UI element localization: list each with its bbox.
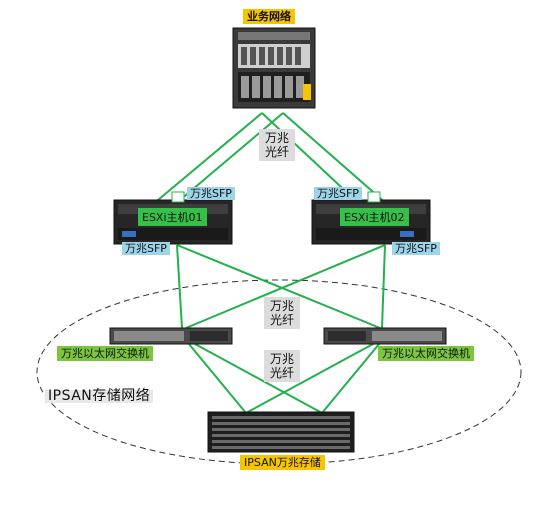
fiber-low-label: 万兆 光纤 — [264, 350, 300, 382]
fiber-top-line2: 光纤 — [264, 145, 289, 159]
sfp-host1-bottom-label: 万兆SFP — [122, 242, 170, 255]
fiber-mid-label: 万兆 光纤 — [264, 297, 300, 329]
switch-left-label: 万兆以太网交换机 — [57, 346, 153, 361]
ipsan-storage-device — [207, 411, 355, 453]
business-network-label: 业务网络 — [243, 9, 295, 24]
link-host2-switchR — [381, 244, 386, 329]
switch-right-label: 万兆以太网交换机 — [378, 346, 474, 361]
fiber-mid-line2: 光纤 — [269, 313, 294, 327]
fiber-links — [151, 112, 389, 414]
link-switchR-storage-a — [245, 337, 385, 414]
ipsan-network-label: IPSAN存储网络 — [45, 389, 154, 403]
link-host1-switchR — [176, 244, 381, 329]
link-core-host1-a — [151, 112, 263, 206]
esxi-host-01-label: ESXi主机01 — [138, 208, 207, 226]
link-switchL-storage-a — [183, 337, 247, 414]
fiber-top-label: 万兆 光纤 — [259, 129, 295, 161]
sfp-host1-top-label: 万兆SFP — [187, 187, 235, 200]
fiber-mid-line1: 万兆 — [269, 299, 294, 313]
esxi-host-02-label: ESXi主机02 — [340, 208, 409, 226]
link-switchL-storage-b — [183, 337, 323, 414]
sfp-host2-bottom-label: 万兆SFP — [392, 242, 440, 255]
switch-right-device — [323, 327, 447, 345]
fiber-low-line2: 光纤 — [269, 366, 294, 380]
link-host1-switchL — [176, 244, 183, 329]
link-core-host1-b — [179, 112, 284, 201]
sfp-host2-top-label: 万兆SFP — [314, 187, 362, 200]
switch-left-device — [109, 327, 233, 345]
link-switchR-storage-b — [321, 337, 385, 414]
core-router-device — [232, 27, 316, 109]
storage-label: IPSAN万兆存储 — [240, 455, 325, 470]
fiber-low-line1: 万兆 — [269, 352, 294, 366]
fiber-top-line1: 万兆 — [264, 131, 289, 145]
link-host2-switchL — [185, 244, 386, 329]
link-core-host2-b — [282, 112, 389, 206]
link-core-host2-a — [261, 112, 356, 201]
